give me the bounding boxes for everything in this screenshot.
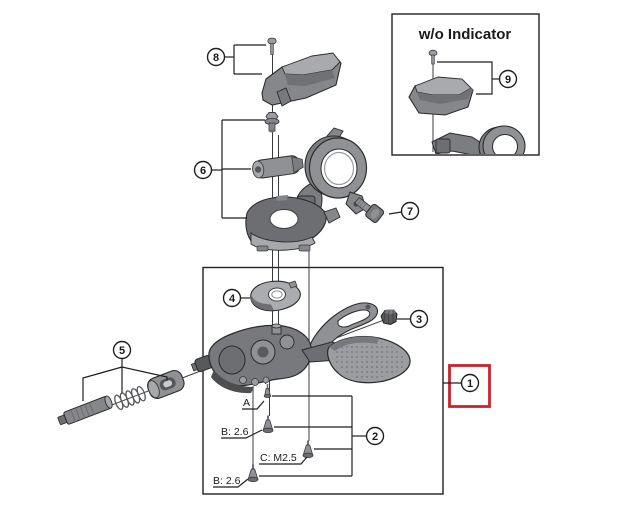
part6-clamp-nut	[252, 155, 304, 179]
svg-text:9: 9	[505, 74, 511, 86]
part6-base-cover	[245, 195, 341, 252]
callout-4: 4	[222, 288, 242, 308]
svg-text:7: 7	[407, 206, 413, 218]
inset-title: w/o Indicator	[418, 26, 512, 43]
label-b-bottom: B: 2.6	[213, 475, 241, 487]
label-c: C: M2.5	[260, 452, 297, 464]
callout-6: 6	[193, 160, 213, 180]
callout-3: 3	[409, 309, 429, 329]
adjuster-barrel	[57, 395, 113, 425]
screw-a	[263, 384, 272, 398]
svg-text:5: 5	[119, 345, 125, 357]
partial-clamp-assembly	[431, 125, 526, 154]
label-a: A	[243, 397, 250, 409]
callout-balloons: 1 2 3 4 5 6 7 8	[112, 47, 518, 446]
main-lever	[301, 335, 411, 384]
label-b-top: B: 2.6	[221, 426, 249, 438]
highlight-red-box	[448, 364, 491, 408]
part8-cover-screw	[261, 37, 342, 107]
part1-group-border	[202, 266, 444, 495]
adjuster-spring	[114, 385, 146, 411]
svg-text:2: 2	[372, 431, 378, 443]
indicator-cover	[408, 76, 474, 116]
callout-7: 7	[400, 201, 420, 221]
callout-9: 9	[498, 69, 518, 89]
inset-border	[391, 13, 540, 156]
screw-labels: A B: 2.6 C: M2.5 B: 2.6	[213, 397, 297, 487]
part6-fixing-bolt	[264, 112, 280, 133]
svg-text:8: 8	[213, 52, 219, 64]
svg-text:1: 1	[467, 378, 473, 390]
gear-unit	[208, 323, 312, 394]
part5-adjuster-assembly	[57, 370, 185, 425]
callout-2: 2	[365, 426, 385, 446]
part4-cam-disc	[250, 280, 301, 312]
callout-1: 1	[460, 373, 480, 393]
callout-5: 5	[112, 340, 132, 360]
shifter-body	[190, 302, 411, 394]
callout-8: 8	[206, 47, 226, 67]
adjuster-body	[147, 370, 185, 400]
callout-9-bracket	[437, 61, 499, 95]
svg-text:4: 4	[229, 293, 236, 305]
svg-text:6: 6	[200, 165, 206, 177]
svg-text:3: 3	[416, 314, 422, 326]
leader-lines	[82, 44, 462, 488]
wo-indicator-inset: w/o Indicator	[391, 13, 540, 156]
part3-fixing-nut	[380, 309, 398, 326]
indicator-cover-screw	[428, 49, 438, 65]
part7-clamp-bolt	[354, 197, 385, 223]
part2-screws	[247, 384, 314, 483]
